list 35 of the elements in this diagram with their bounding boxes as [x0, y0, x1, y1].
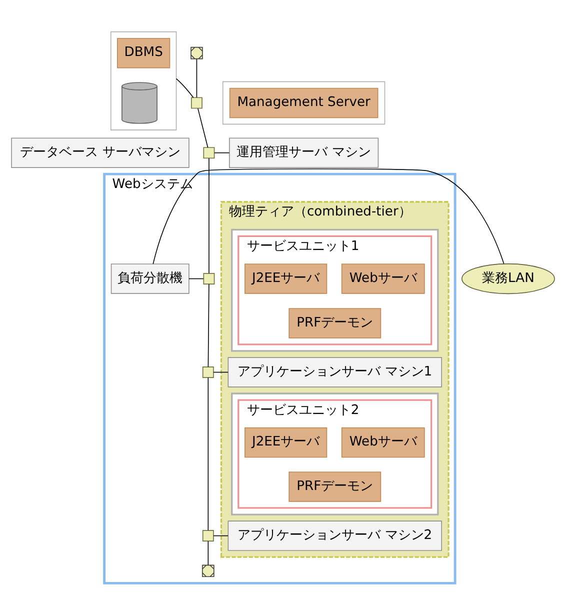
cluster	[222, 81, 386, 125]
node-box: 運用管理サーバ マシン	[229, 138, 379, 168]
node-box	[202, 530, 214, 542]
node-box: Webサーバ	[341, 427, 425, 458]
connector	[214, 152, 230, 154]
node-box	[191, 97, 202, 109]
node-box: J2EEサーバ	[244, 427, 328, 458]
node-box: Webサーバ	[341, 264, 425, 294]
node-box: 負荷分散機	[110, 264, 190, 294]
connector	[208, 377, 209, 531]
connector	[208, 284, 210, 368]
node-box	[203, 147, 215, 159]
connector	[213, 372, 228, 373]
cluster	[110, 31, 177, 130]
connector	[208, 540, 209, 566]
cluster	[231, 228, 439, 352]
node-ellipse: 業務LAN	[462, 263, 555, 294]
node-box: J2EEサーバ	[244, 264, 328, 294]
node-box: アプリケーションサーバ マシン1	[228, 357, 442, 388]
connector	[152, 168, 504, 264]
connector	[208, 158, 210, 274]
node-box: アプリケーションサーバ マシン2	[228, 520, 442, 551]
node-box: PRFデーモン	[288, 472, 382, 502]
connector	[196, 58, 198, 98]
connector	[213, 535, 228, 536]
connector	[176, 78, 194, 98]
connector	[188, 278, 204, 280]
node-box: DBMS	[117, 38, 170, 68]
node-box	[202, 366, 214, 378]
node-box: データベース サーバマシン	[11, 138, 190, 168]
node-box: Management Server	[229, 88, 378, 118]
cluster	[231, 392, 439, 516]
node-box: PRFデーモン	[288, 308, 382, 338]
node-box	[203, 273, 215, 284]
connector	[198, 108, 208, 148]
